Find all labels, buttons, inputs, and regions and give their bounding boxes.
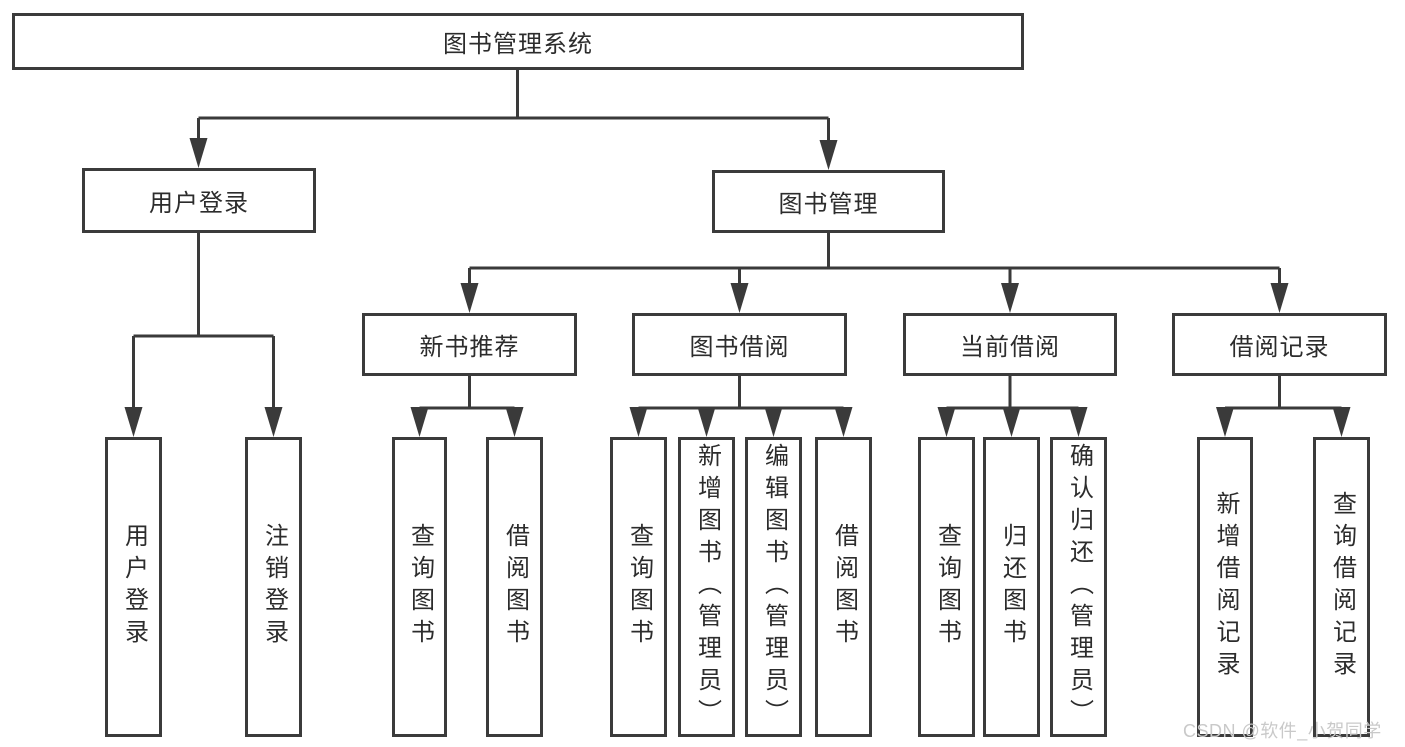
leaf-borrow-books-recommend: 借阅图书: [486, 437, 543, 737]
arrowhead: [764, 407, 783, 437]
arrowhead: [629, 407, 648, 437]
connector-borrowrecords-to-leaves: [1225, 376, 1342, 410]
arrowhead: [1216, 407, 1234, 437]
connector-bookmgmt-to-level3: [468, 233, 1281, 287]
leaf-add-borrow-record: 新增借阅记录: [1197, 437, 1253, 737]
leaf-query-books-recommend: 查询图书: [392, 437, 447, 737]
arrowhead: [460, 283, 479, 313]
csdn-watermark: CSDN @软件_小贺同学: [1183, 721, 1382, 741]
arrowhead: [505, 407, 524, 437]
leaf-query-borrow-record: 查询借阅记录: [1313, 437, 1370, 737]
connector-currentborrow-to-leaves: [946, 376, 1079, 410]
arrowhead: [410, 407, 429, 437]
arrowhead: [1069, 407, 1088, 437]
node-book-management: 图书管理: [712, 170, 945, 233]
arrowhead: [730, 283, 749, 313]
leaf-user-login: 用户登录: [105, 437, 162, 737]
arrowhead: [819, 140, 838, 170]
node-current-borrowing: 当前借阅: [903, 313, 1117, 376]
connector-newbookrec-to-leaves: [419, 376, 515, 410]
connector-userlogin-to-leaves: [132, 233, 275, 411]
connector-bookborrow-to-leaves: [638, 376, 844, 410]
node-root-library-system: 图书管理系统: [12, 13, 1024, 70]
leaf-query-books-borrowing: 查询图书: [610, 437, 667, 737]
arrowhead: [834, 407, 853, 437]
arrowhead: [124, 407, 143, 437]
arrowhead: [1270, 283, 1289, 313]
arrowhead: [1001, 283, 1019, 313]
arrowhead: [937, 407, 956, 437]
node-user-login: 用户登录: [82, 168, 316, 233]
leaf-return-book: 归还图书: [983, 437, 1040, 737]
arrowhead: [1002, 407, 1021, 437]
leaf-query-books-current: 查询图书: [918, 437, 975, 737]
arrowheads: [124, 138, 1351, 437]
node-borrowing-records: 借阅记录: [1172, 313, 1387, 376]
node-new-book-recommend: 新书推荐: [362, 313, 577, 376]
leaf-logout: 注销登录: [245, 437, 302, 737]
leaf-edit-book-admin: 编辑图书（管理员）: [745, 437, 802, 737]
arrowhead: [1332, 407, 1351, 437]
node-book-borrowing: 图书借阅: [632, 313, 847, 376]
arrowhead: [697, 407, 716, 437]
leaf-add-book-admin: 新增图书（管理员）: [678, 437, 735, 737]
leaf-confirm-return-admin: 确认归还（管理员）: [1050, 437, 1107, 737]
connector-root-to-level2: [197, 70, 830, 144]
leaf-borrow-books: 借阅图书: [815, 437, 872, 737]
arrowhead: [189, 138, 208, 168]
arrowhead: [264, 407, 283, 437]
